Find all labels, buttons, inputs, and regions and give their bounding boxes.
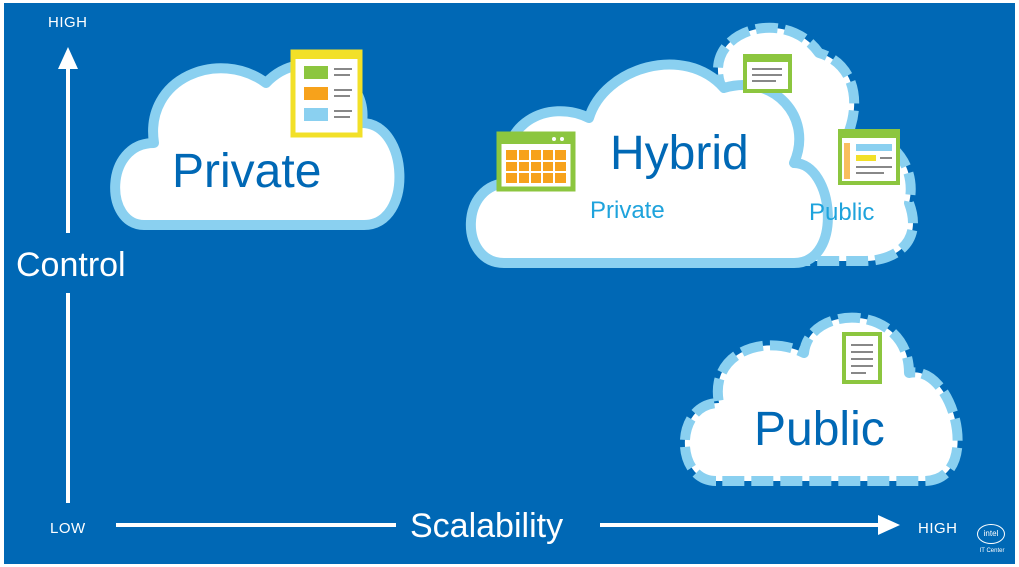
- y-axis-arrow: [58, 47, 78, 503]
- browser-window-icon: [290, 49, 363, 138]
- x-axis-arrow: [116, 515, 900, 535]
- y-axis-title: Control: [16, 246, 126, 284]
- intel-logo: intel: [977, 524, 1005, 544]
- x-axis-low-label: LOW: [50, 520, 86, 537]
- public-cloud: [679, 312, 963, 486]
- calendar-window-icon: [496, 131, 576, 192]
- diagram-graphics: [58, 22, 963, 535]
- diagram-canvas: HIGH Control LOW Scalability HIGH Privat…: [4, 3, 1015, 564]
- public-cloud-title: Public: [754, 403, 885, 456]
- document-icon: [842, 332, 882, 384]
- x-axis-title: Scalability: [410, 507, 564, 545]
- document-window-icon: [743, 54, 792, 93]
- x-axis-high-label: HIGH: [918, 520, 958, 537]
- hybrid-private-cloud: [465, 59, 833, 268]
- hybrid-cloud-title: Hybrid: [610, 127, 749, 180]
- hybrid-public-label: Public: [809, 199, 875, 226]
- intel-logo-subtitle: IT Center: [979, 548, 1005, 554]
- y-axis-high-label: HIGH: [48, 14, 88, 31]
- private-cloud-title: Private: [172, 145, 322, 198]
- hybrid-private-label: Private: [590, 197, 665, 224]
- dashboard-window-icon: [838, 129, 900, 185]
